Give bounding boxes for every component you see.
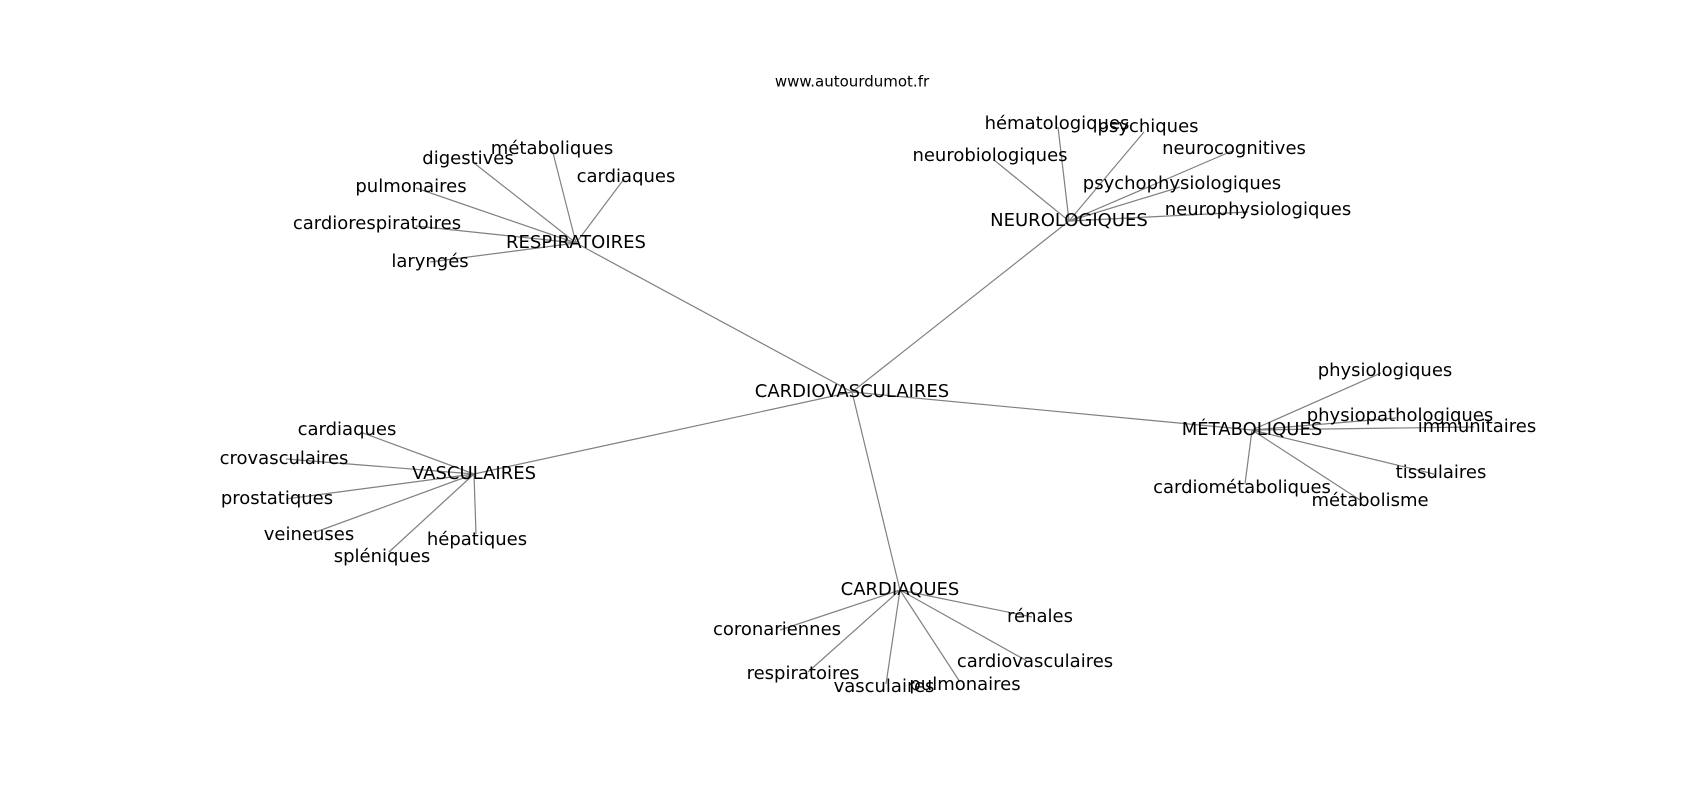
word-node-metaboliques-3: tissulaires bbox=[1396, 462, 1487, 483]
hub-node-respiratoires: RESPIRATOIRES bbox=[506, 232, 646, 253]
word-node-cardiaques-5: pulmonaires bbox=[909, 674, 1020, 695]
edge-neurologiques-word-4 bbox=[1068, 186, 1181, 222]
edge-center-vasculaires bbox=[473, 391, 853, 475]
edge-neurologiques-word-0 bbox=[1057, 126, 1070, 222]
word-node-metaboliques-1: physiopathologiques bbox=[1307, 405, 1494, 426]
edge-cardiaques-word-1 bbox=[779, 589, 901, 631]
edge-cardiaques-word-2 bbox=[899, 589, 1028, 662]
edge-respiratoires-word-1 bbox=[473, 162, 577, 244]
hub-node-metaboliques: MÉTABOLIQUES bbox=[1182, 418, 1323, 440]
edge-cardiaques-word-5 bbox=[899, 589, 961, 683]
word-node-cardiaques-2: cardiovasculaires bbox=[957, 651, 1113, 672]
edge-respiratoires-word-2 bbox=[575, 178, 625, 244]
edge-metaboliques-word-3 bbox=[1251, 429, 1435, 475]
center-node: CARDIOVASCULAIRES bbox=[755, 381, 949, 402]
edge-neurologiques-word-2 bbox=[993, 159, 1070, 222]
word-node-metaboliques-0: physiologiques bbox=[1318, 360, 1453, 381]
word-node-respiratoires-0: métaboliques bbox=[491, 138, 613, 159]
word-node-metaboliques-4: cardiométaboliques bbox=[1153, 477, 1331, 498]
word-node-vasculaires-4: spléniques bbox=[334, 546, 431, 567]
word-node-cardiaques-1: coronariennes bbox=[713, 619, 841, 640]
word-node-cardiaques-3: respiratoires bbox=[747, 663, 860, 684]
word-node-vasculaires-3: veineuses bbox=[264, 524, 354, 545]
word-node-metaboliques-2: immunitaires bbox=[1418, 416, 1536, 437]
edge-neurologiques-word-5 bbox=[1068, 211, 1249, 222]
hub-node-vasculaires: VASCULAIRES bbox=[412, 463, 536, 484]
edge-vasculaires-word-4 bbox=[388, 473, 475, 553]
word-node-neurologiques-5: neurophysiologiques bbox=[1165, 199, 1352, 220]
edge-vasculaires-word-1 bbox=[285, 458, 475, 475]
hub-node-neurologiques: NEUROLOGIQUES bbox=[990, 210, 1148, 231]
word-node-metaboliques-5: métabolisme bbox=[1311, 490, 1428, 511]
edge-metaboliques-word-2 bbox=[1251, 426, 1475, 431]
edge-vasculaires-word-5 bbox=[473, 473, 477, 535]
word-node-respiratoires-2: cardiaques bbox=[577, 166, 676, 187]
word-node-neurologiques-3: neurocognitives bbox=[1162, 138, 1306, 159]
word-node-respiratoires-4: cardiorespiratoires bbox=[293, 213, 461, 234]
word-node-respiratoires-3: pulmonaires bbox=[355, 176, 466, 197]
edge-respiratoires-word-5 bbox=[429, 242, 577, 263]
word-node-vasculaires-1: crovasculaires bbox=[220, 448, 349, 469]
edge-metaboliques-word-4 bbox=[1244, 429, 1253, 485]
edge-center-metaboliques bbox=[851, 391, 1253, 431]
edge-vasculaires-word-3 bbox=[312, 473, 475, 534]
edge-respiratoires-word-4 bbox=[415, 225, 577, 244]
hub-node-cardiaques: CARDIAQUES bbox=[841, 579, 960, 600]
word-node-vasculaires-0: cardiaques bbox=[298, 419, 397, 440]
edge-cardiaques-word-0 bbox=[899, 589, 1033, 618]
word-node-vasculaires-5: hépatiques bbox=[427, 529, 527, 550]
word-node-respiratoires-5: laryngés bbox=[391, 251, 468, 272]
edge-center-respiratoires bbox=[575, 242, 853, 393]
edge-metaboliques-word-5 bbox=[1251, 429, 1361, 501]
word-node-neurologiques-4: psychophysiologiques bbox=[1083, 173, 1281, 194]
word-node-neurologiques-1: psychiques bbox=[1097, 116, 1198, 137]
graph-labels: www.autourdumot.fr métaboliquesdigestive… bbox=[220, 73, 1537, 698]
edge-center-cardiaques bbox=[851, 391, 901, 591]
source-watermark: www.autourdumot.fr bbox=[775, 73, 930, 91]
edge-respiratoires-word-3 bbox=[415, 187, 577, 244]
edge-cardiaques-word-4 bbox=[885, 589, 901, 685]
edge-respiratoires-word-0 bbox=[551, 148, 577, 244]
edge-metaboliques-word-1 bbox=[1251, 417, 1397, 431]
graph-edges bbox=[285, 126, 1475, 685]
edge-neurologiques-word-3 bbox=[1068, 150, 1233, 222]
word-node-vasculaires-2: prostatiques bbox=[221, 488, 333, 509]
edge-center-neurologiques bbox=[851, 220, 1070, 393]
word-node-neurologiques-2: neurobiologiques bbox=[912, 145, 1067, 166]
word-node-cardiaques-0: rénales bbox=[1007, 606, 1073, 627]
word-node-cardiaques-4: vasculaires bbox=[834, 676, 935, 697]
word-node-respiratoires-1: digestives bbox=[422, 148, 513, 169]
word-node-neurologiques-0: hématologiques bbox=[985, 113, 1130, 134]
edge-cardiaques-word-3 bbox=[807, 589, 901, 673]
edge-neurologiques-word-1 bbox=[1068, 131, 1145, 222]
edge-vasculaires-word-2 bbox=[285, 473, 475, 500]
edge-vasculaires-word-0 bbox=[362, 432, 475, 475]
edge-metaboliques-word-0 bbox=[1251, 372, 1382, 431]
